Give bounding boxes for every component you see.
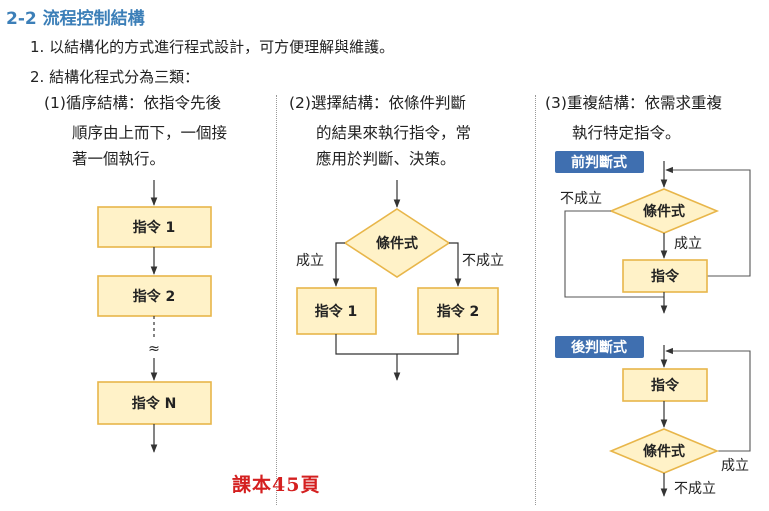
selection-desc-line3: 應用於判斷、決策。 — [316, 150, 456, 168]
sequence-desc-line1: (1)循序結構：依指令先後 — [44, 94, 221, 112]
selection-box-1: 指令 1 — [296, 287, 377, 335]
pretest-tag: 前判斷式 — [555, 151, 644, 173]
selection-condition-diamond: 條件式 — [343, 208, 451, 278]
posttest-yes-label: 成立 — [721, 458, 749, 474]
pretest-loop-flowchart: 前判斷式 條件式 不成立 成立 指令 — [555, 151, 751, 314]
sequence-box-1: 指令 1 — [97, 206, 212, 248]
selection-desc-line1: (2)選擇結構：依條件判斷 — [289, 94, 466, 112]
svg-text:指令 2: 指令 2 — [437, 303, 480, 320]
posttest-loop-flowchart: 後判斷式 指令 條件式 成立 不成立 — [555, 336, 751, 497]
posttest-no-label: 不成立 — [674, 481, 716, 497]
svg-text:前判斷式: 前判斷式 — [571, 154, 627, 171]
posttest-tag: 後判斷式 — [555, 336, 644, 358]
sequence-desc-line2: 順序由上而下，一個接 — [72, 124, 228, 142]
svg-text:指令 1: 指令 1 — [315, 303, 358, 320]
svg-text:指令: 指令 — [651, 268, 680, 285]
svg-text:條件式: 條件式 — [643, 443, 685, 460]
selection-flowchart: 條件式 成立 不成立 指令 1 指令 2 — [296, 180, 504, 381]
sequence-flowchart: 指令 1 指令 2 ≈ 指令 N — [97, 180, 212, 453]
svg-text:指令 N: 指令 N — [132, 395, 177, 412]
textbook-page-note: 課本45頁 — [232, 474, 321, 496]
column-divider-1 — [276, 95, 277, 505]
selection-box-2: 指令 2 — [417, 287, 499, 335]
posttest-box: 指令 — [622, 368, 708, 402]
section-title: 2-2 流程控制結構 — [6, 9, 145, 29]
svg-text:指令 1: 指令 1 — [133, 219, 176, 236]
sequence-box-n: 指令 N — [97, 381, 212, 425]
selection-no-label: 不成立 — [462, 253, 504, 269]
posttest-condition-diamond: 條件式 — [608, 428, 720, 474]
point-1-text: 1. 以結構化的方式進行程式設計，可方便理解與維護。 — [30, 38, 395, 56]
pretest-box: 指令 — [622, 259, 708, 293]
sequence-gap-mark: ≈ — [148, 341, 160, 357]
svg-text:指令 2: 指令 2 — [133, 288, 176, 305]
svg-text:指令: 指令 — [651, 377, 680, 394]
repetition-desc-line1: (3)重複結構：依需求重複 — [545, 94, 722, 112]
svg-text:後判斷式: 後判斷式 — [571, 339, 627, 356]
pretest-no-label: 不成立 — [560, 191, 602, 207]
svg-text:條件式: 條件式 — [376, 235, 418, 252]
selection-yes-label: 成立 — [296, 253, 324, 269]
column-divider-2 — [535, 95, 536, 505]
repetition-desc-line2: 執行特定指令。 — [572, 124, 681, 142]
sequence-desc-line3: 著一個執行。 — [72, 150, 166, 168]
pretest-condition-diamond: 條件式 — [608, 188, 720, 234]
pretest-yes-label: 成立 — [674, 236, 702, 252]
point-2-text: 2. 結構化程式分為三類： — [30, 68, 200, 86]
selection-desc-line2: 的結果來執行指令，常 — [316, 124, 472, 142]
svg-text:條件式: 條件式 — [643, 203, 685, 220]
sequence-box-2: 指令 2 — [97, 275, 212, 317]
